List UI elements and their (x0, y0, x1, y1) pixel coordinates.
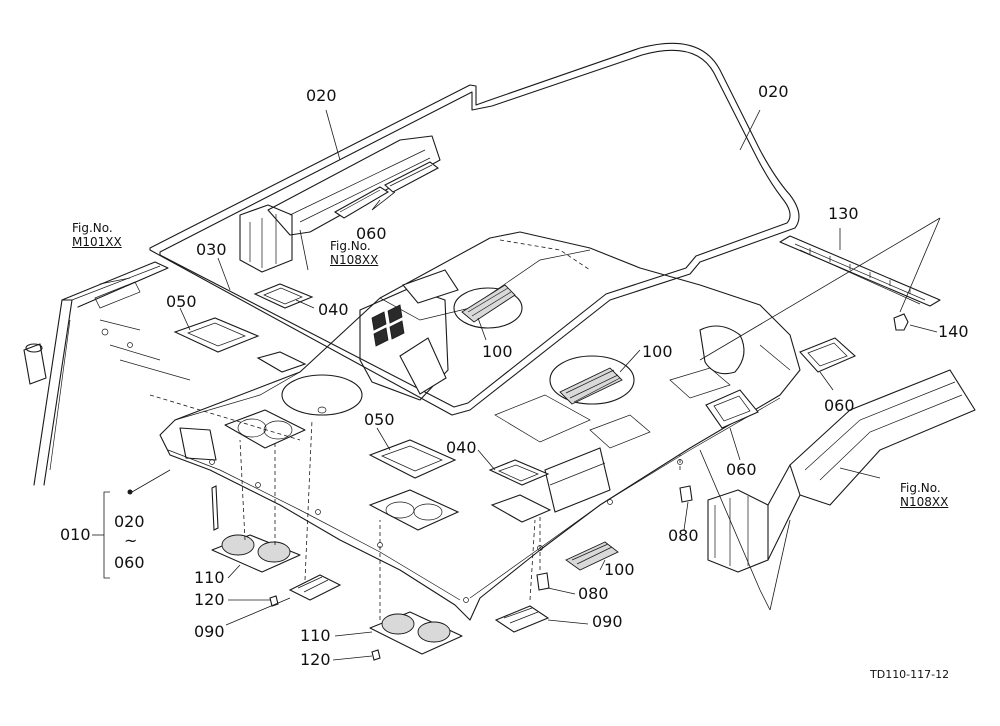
figure-reference-right-title: Fig.No. (900, 481, 941, 495)
callout-100-lower: 100 (604, 560, 635, 579)
callout-110-center: 110 (300, 626, 331, 645)
callout-110-left: 110 (194, 568, 225, 587)
callout-050-left: 050 (166, 292, 197, 311)
seal-020-loop (149, 42, 800, 416)
callout-100-top: 100 (482, 342, 513, 361)
figure-reference-right[interactable]: Fig.No. N108XX (900, 481, 949, 510)
callout-020-range-start: 020 (114, 512, 145, 531)
callout-140: 140 (938, 322, 969, 341)
callout-090-left: 090 (194, 622, 225, 641)
callout-040-upper: 040 (318, 300, 349, 319)
figure-reference-center[interactable]: Fig.No. N108XX (330, 239, 379, 268)
callout-030: 030 (196, 240, 227, 259)
callout-060-lower: 060 (726, 460, 757, 479)
callout-range-tilde: ~ (124, 531, 138, 550)
figure-reference-left-code: M101XX (72, 234, 122, 249)
figure-reference-right-code: N108XX (900, 494, 949, 509)
callout-120-left: 120 (194, 590, 225, 609)
callout-020-right: 020 (758, 82, 789, 101)
switches-vents-fasteners (288, 485, 693, 633)
callout-060-upper: 060 (356, 224, 387, 243)
callout-040-lower: 040 (446, 438, 477, 457)
cover-130-and-clip-140 (699, 217, 941, 361)
figure-reference-left[interactable]: Fig.No. M101XX (72, 221, 122, 250)
headliner-body (159, 231, 801, 621)
figure-reference-center-title: Fig.No. (330, 239, 371, 253)
figure-reference-center-code: N108XX (330, 252, 379, 267)
callout-090-right: 090 (592, 612, 623, 631)
upper-duct (239, 135, 441, 273)
callout-080-upper: 080 (668, 526, 699, 545)
callout-080-lower: 080 (578, 584, 609, 603)
callout-120-center: 120 (300, 650, 331, 669)
callout-060-range-end: 060 (114, 553, 145, 572)
figure-reference-left-title: Fig.No. (72, 221, 113, 235)
callout-130: 130 (828, 204, 859, 223)
callout-100-right: 100 (642, 342, 673, 361)
callout-050-center: 050 (364, 410, 395, 429)
drawing-code: TD110-117-12 (870, 668, 950, 681)
gaskets (173, 283, 857, 531)
callout-020-left: 020 (306, 86, 337, 105)
callout-060-right: 060 (824, 396, 855, 415)
callout-010: 010 (60, 525, 91, 544)
leader-lines (92, 109, 938, 661)
right-duct (707, 369, 976, 573)
dome-lights (211, 485, 463, 661)
cab-frame-reference (23, 261, 191, 486)
